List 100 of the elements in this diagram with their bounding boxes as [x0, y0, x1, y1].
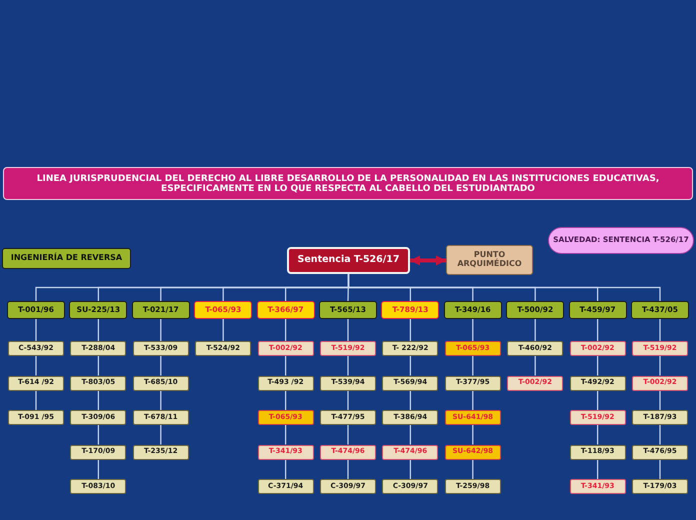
cited-ruling-box: [570, 376, 626, 390]
connector-line: [472, 356, 474, 376]
contrary-ruling-box: [320, 341, 376, 356]
connector-line: [35, 390, 37, 410]
connector-line: [659, 319, 661, 341]
connector-line: [534, 319, 536, 341]
cited-ruling-box: [132, 410, 189, 425]
cited-ruling-box: [195, 341, 252, 356]
highlighted-cited-ruling-box: [444, 341, 501, 356]
connector-line: [160, 425, 162, 444]
ruling-box: [444, 301, 502, 319]
cited-ruling-box: [382, 341, 438, 356]
ruling-box: [568, 301, 627, 319]
connector-line: [347, 356, 349, 376]
cited-ruling-box: [70, 341, 126, 356]
connector-line: [472, 319, 474, 341]
ruling-box: [506, 301, 564, 319]
connector-line: [98, 425, 99, 444]
connector-line: [285, 460, 286, 479]
cited-ruling-box: [132, 341, 189, 356]
connector-line: [347, 425, 349, 444]
connector-line: [410, 425, 411, 444]
connector-line: [410, 319, 411, 341]
connector-line: [597, 425, 598, 444]
connector-line: [472, 390, 474, 410]
connector-line: [285, 390, 286, 410]
connector-line: [35, 356, 37, 376]
connector-line: [597, 460, 598, 479]
main-decision-box: [287, 247, 410, 274]
cited-ruling-box: [382, 410, 438, 425]
cited-ruling-box: [382, 479, 438, 494]
cited-ruling-box: [70, 410, 126, 425]
connector-line: [98, 390, 99, 410]
cited-ruling-box: [320, 410, 376, 425]
title-text: LINEA JURISPRUDENCIAL DEL DERECHO AL LIBRE DESARROLLO DE LA PERSONALIDAD EN LAS INSTITUCIONES EDUCATIVAS, ESPECIFICAMENTE EN LO QUE RESPECTA AL CABELLO DEL ESTUDIANTADO: [36, 174, 660, 194]
connector-line: [160, 390, 162, 410]
connector-line: [410, 390, 411, 410]
ruling-box: [69, 301, 128, 319]
contrary-ruling-box: [320, 444, 376, 460]
highlighted-ruling-box: [194, 301, 252, 319]
connector-line: [659, 425, 661, 444]
contrary-ruling-box: [632, 376, 688, 390]
connector-line: [285, 356, 286, 376]
cited-ruling-box: [132, 444, 189, 460]
contrary-ruling-box: [632, 341, 688, 356]
cited-ruling-box: [8, 376, 64, 390]
highlighted-cited-ruling-box: [444, 444, 501, 460]
connector-line: [410, 356, 411, 376]
contrary-ruling-box: [570, 410, 626, 425]
connector-line: [659, 460, 661, 479]
highlighted-ruling-box: [381, 301, 440, 319]
reference-box: [446, 245, 533, 275]
connector-line: [98, 319, 99, 341]
connector-line: [160, 319, 162, 341]
cited-ruling-box: [70, 479, 126, 494]
ruling-box: [132, 301, 190, 319]
connector-line: [472, 425, 474, 444]
method-label-box: [2, 248, 131, 269]
connector-line: [160, 356, 162, 376]
connector-line: [534, 356, 536, 376]
cited-ruling-box: [632, 444, 688, 460]
connector-line: [285, 319, 286, 341]
cited-ruling-box: [507, 341, 564, 356]
cited-ruling-box: [258, 376, 314, 390]
cited-ruling-box: [8, 341, 64, 356]
connector-line: [659, 390, 661, 410]
connector-line: [410, 460, 411, 479]
contrary-ruling-box: [382, 444, 438, 460]
contrary-ruling-box: [258, 341, 314, 356]
contrary-ruling-box: [258, 444, 314, 460]
cited-ruling-box: [8, 410, 64, 425]
connector-line: [98, 356, 99, 376]
cited-ruling-box: [132, 376, 189, 390]
cited-ruling-box: [70, 444, 126, 460]
connector-line: [347, 390, 349, 410]
cited-ruling-box: [70, 376, 126, 390]
cited-ruling-box: [382, 376, 438, 390]
cited-ruling-box: [320, 479, 376, 494]
connector-line: [597, 319, 598, 341]
cited-ruling-box: [570, 444, 626, 460]
connector-line: [659, 356, 661, 376]
connector-line: [285, 425, 286, 444]
connector-line: [35, 319, 37, 341]
connector-line: [597, 356, 598, 376]
ruling-label: PUNTO ARQUIMÉDICO: [456, 251, 523, 269]
cited-ruling-box: [320, 376, 376, 390]
highlighted-cited-ruling-box: [258, 410, 314, 425]
ruling-box: [631, 301, 689, 319]
ruling-label: Sentencia T-526/17: [298, 255, 400, 266]
cited-ruling-box: [258, 479, 314, 494]
double-arrow: [410, 256, 446, 266]
cited-ruling-box: [632, 479, 688, 494]
contrary-ruling-box: [507, 376, 564, 390]
connector-line: [472, 460, 474, 479]
note-pill: [548, 227, 694, 254]
connector-line: [347, 319, 349, 341]
highlighted-ruling-box: [256, 301, 315, 319]
connector-line: [98, 460, 99, 479]
connector-line: [597, 390, 598, 410]
cited-ruling-box: [444, 376, 501, 390]
